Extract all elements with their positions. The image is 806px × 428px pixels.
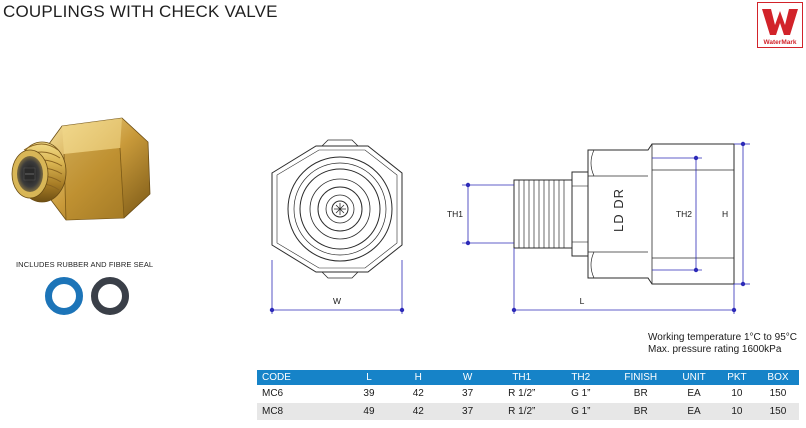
- col-th2: TH2: [551, 370, 611, 385]
- col-code: CODE: [257, 370, 345, 385]
- cell-unit: EA: [671, 385, 717, 403]
- col-unit: UNIT: [671, 370, 717, 385]
- brass-coupling-photo: [11, 117, 151, 221]
- dimension-th2-label: TH2: [676, 209, 692, 219]
- page-title: COUPLINGS WITH CHECK VALVE: [3, 2, 278, 21]
- dimension-th2: [652, 155, 702, 273]
- fibre-seal-icon: [91, 277, 129, 315]
- col-pkt: PKT: [716, 370, 757, 385]
- spec-notes: Working temperature 1°C to 95°C Max. pre…: [648, 332, 797, 356]
- col-box: BOX: [756, 370, 799, 385]
- dimension-l-label: L: [580, 296, 585, 306]
- watermark-logo-icon: WaterMark: [757, 2, 803, 48]
- seal-caption: INCLUDES RUBBER AND FIBRE SEAL: [16, 260, 154, 269]
- cell-w: 37: [442, 385, 493, 403]
- col-l: L: [344, 370, 394, 385]
- dimension-th1: [462, 182, 514, 246]
- body-marking: LD DR: [611, 188, 626, 232]
- dimension-w: [269, 260, 405, 314]
- cell-th1: R 1/2”: [492, 385, 552, 403]
- cell-l: 49: [344, 402, 394, 421]
- col-h: H: [393, 370, 443, 385]
- cell-box: 150: [756, 385, 799, 403]
- cell-h: 42: [393, 402, 443, 421]
- cell-h: 42: [393, 385, 443, 403]
- table-row: MC6 39 42 37 R 1/2” G 1” BR EA 10 150: [257, 385, 799, 403]
- pressure-rating: Max. pressure rating 1600kPa: [648, 344, 782, 355]
- table-header-row: CODE L H W TH1 TH2 FINISH UNIT PKT BOX: [257, 370, 799, 385]
- cell-pkt: 10: [716, 385, 757, 403]
- rubber-seal-icon: [45, 277, 83, 315]
- technical-drawing: W LD DR: [269, 139, 750, 314]
- cell-unit: EA: [671, 402, 717, 421]
- watermark-brand-text: WaterMark: [764, 39, 797, 46]
- seal-rings: [45, 277, 129, 315]
- cell-code: MC8: [257, 402, 345, 421]
- cell-l: 39: [344, 385, 394, 403]
- cell-finish: BR: [610, 402, 672, 421]
- hex-end-view: [271, 139, 403, 279]
- dimension-w-label: W: [333, 296, 341, 306]
- col-th1: TH1: [492, 370, 552, 385]
- cell-w: 37: [442, 402, 493, 421]
- col-w: W: [442, 370, 493, 385]
- dimension-h-label: H: [722, 209, 728, 219]
- working-temperature: Working temperature 1°C to 95°C: [648, 332, 797, 343]
- cell-code: MC6: [257, 385, 345, 403]
- dimension-th1-label: TH1: [447, 209, 463, 219]
- cell-th1: R 1/2”: [492, 402, 552, 421]
- cell-box: 150: [756, 402, 799, 421]
- dimension-h: [734, 141, 750, 287]
- cell-th2: G 1”: [551, 402, 611, 421]
- dimension-l: [511, 248, 737, 314]
- cell-pkt: 10: [716, 402, 757, 421]
- col-finish: FINISH: [610, 370, 672, 385]
- cell-th2: G 1”: [551, 385, 611, 403]
- table-row: MC8 49 42 37 R 1/2” G 1” BR EA 10 150: [257, 402, 799, 421]
- cell-finish: BR: [610, 385, 672, 403]
- product-table: CODE L H W TH1 TH2 FINISH UNIT PKT BOX M…: [257, 370, 799, 421]
